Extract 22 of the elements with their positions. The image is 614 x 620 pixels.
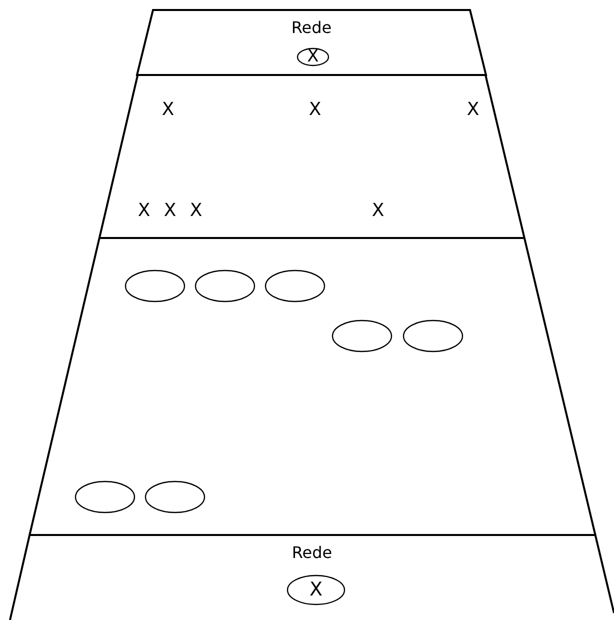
player-ellipse (332, 320, 392, 352)
player-mark: X (164, 202, 176, 220)
player-mark: X (466, 101, 480, 119)
net-label: Rede (291, 18, 332, 37)
player-ellipse (75, 481, 135, 513)
player-ellipse (403, 320, 463, 352)
player-ellipse (265, 270, 325, 302)
player-mark: X (309, 580, 323, 600)
player-ellipse (287, 575, 345, 605)
player-ellipse (125, 270, 185, 302)
net-zone (137, 10, 486, 75)
player-mark: X (190, 202, 202, 220)
player-mark: X (138, 202, 150, 220)
player-ellipse (297, 48, 329, 66)
player-mark: X (308, 101, 322, 119)
player-ellipse (195, 270, 255, 302)
net-label: Rede (292, 543, 332, 562)
player-ellipse (145, 481, 205, 513)
player-mark: X (162, 101, 174, 119)
net-zone (10, 535, 614, 620)
player-mark: X (372, 202, 384, 220)
player-mark: X (307, 48, 319, 66)
